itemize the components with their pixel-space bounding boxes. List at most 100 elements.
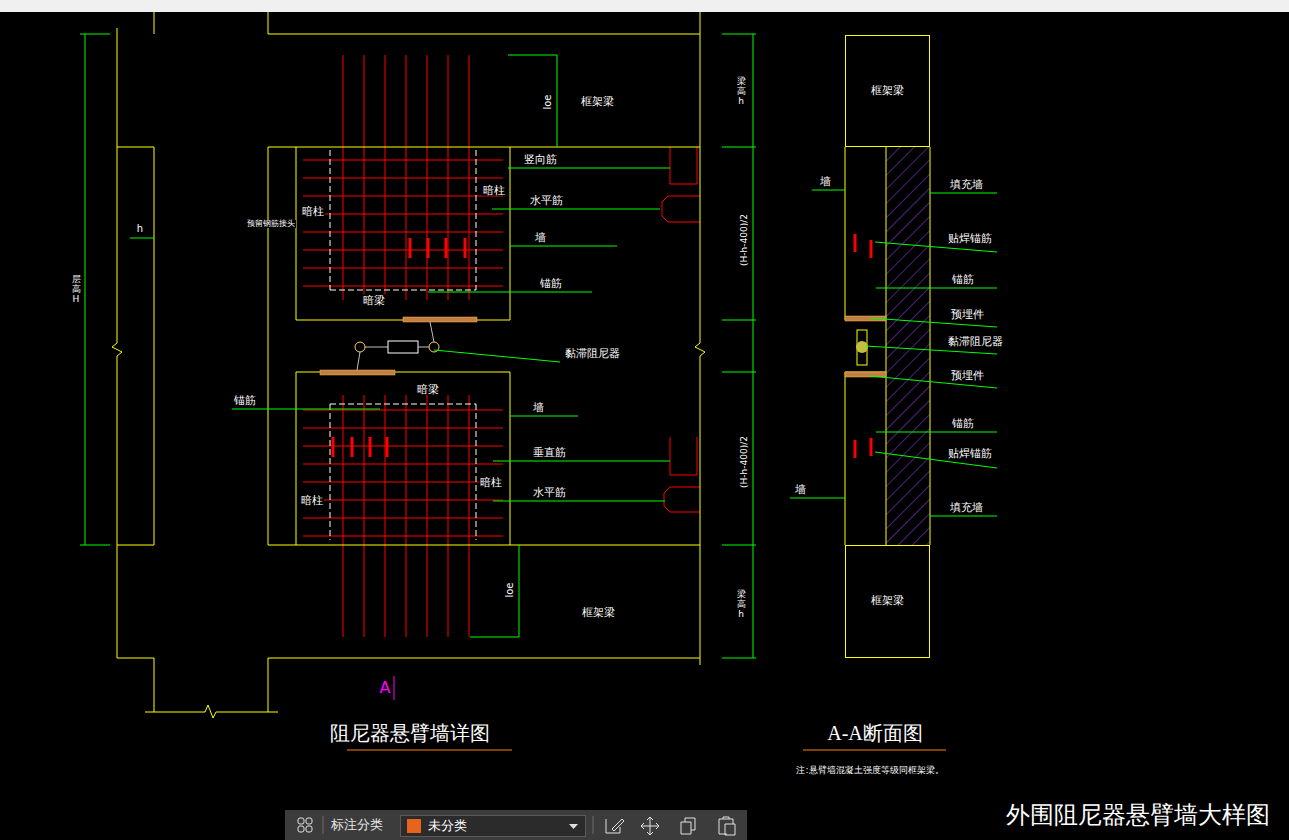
- drawing-label: 垂直筋: [532, 447, 567, 458]
- damper-link: [430, 322, 434, 342]
- dimension-line: [470, 637, 519, 638]
- anchor-bar: [332, 437, 335, 457]
- concealed-outline: [330, 150, 476, 540]
- drawing-label: 暗梁: [362, 295, 386, 306]
- rebar-hook: [664, 487, 700, 512]
- dimension-line: [753, 34, 754, 658]
- drawing-title: 外围阻尼器悬臂墙大样图: [1005, 803, 1271, 827]
- node-text: 未分类: [428, 819, 467, 833]
- horizontal-rebar: [303, 500, 503, 501]
- wall-outline: [268, 658, 700, 712]
- drawing-label: 框架梁: [581, 607, 616, 618]
- dimension-line: [508, 55, 557, 56]
- drawing-label: 梁高h: [736, 590, 747, 620]
- horizontal-rebar: [303, 286, 503, 287]
- drawing-label: A: [379, 680, 392, 696]
- vertical-rebar: [427, 395, 428, 637]
- dimension-lines: [80, 34, 756, 658]
- node-text: 框架梁: [871, 595, 904, 607]
- damper-section: [857, 330, 867, 365]
- drawing-label: 水平筋: [532, 487, 567, 498]
- horizontal-rebar: [303, 482, 503, 483]
- damper-cylinder: [388, 341, 418, 353]
- damper-assembly: [320, 316, 886, 377]
- vertical-rebar: [448, 395, 449, 637]
- leader-lines: [232, 168, 997, 516]
- category-swatch: [407, 819, 421, 833]
- leader-line: [428, 292, 592, 293]
- dimension-line: [722, 147, 756, 148]
- anchor-bar: [870, 438, 873, 456]
- leader-line: [876, 432, 997, 433]
- grid-icon: [298, 826, 304, 832]
- embedded-plate: [845, 372, 886, 377]
- leader-line: [492, 209, 660, 210]
- dimension-line: [722, 658, 756, 659]
- drawing-label: 暗柱: [482, 185, 506, 196]
- horizontal-rebar: [303, 464, 503, 465]
- wall-outline: [695, 12, 705, 665]
- horizontal-rebar: [303, 160, 503, 161]
- beam-section-box: 框架梁: [845, 35, 930, 147]
- drawing-label: loe: [505, 581, 515, 598]
- rebar-hook: [670, 437, 697, 475]
- dimension-line: [722, 34, 756, 35]
- drawing-label: 锚筋: [233, 395, 257, 406]
- drawing-label: 暗柱: [300, 495, 324, 506]
- leader-line: [493, 461, 670, 462]
- dimension-line: [80, 545, 110, 546]
- wall-outline: [296, 147, 510, 320]
- leader-line: [508, 168, 670, 169]
- grid-icon: [298, 818, 304, 824]
- toolbar-separator: [323, 816, 324, 834]
- section-mark: [394, 676, 395, 700]
- leader-line: [510, 416, 578, 417]
- drawing-label: 注:悬臂墙混凝土强度等级同框架梁。: [795, 766, 944, 775]
- rebar-grid: [303, 55, 871, 637]
- horizontal-rebar: [303, 250, 503, 251]
- drawing-label: 黏滞阻尼器: [947, 336, 1004, 347]
- damper-pin: [355, 342, 365, 352]
- drawing-label: 墙: [794, 484, 807, 495]
- dimension-line: [722, 372, 756, 373]
- wall-outline: [145, 705, 278, 718]
- wall-outline: [117, 147, 154, 545]
- anchor-bar: [351, 437, 354, 457]
- dimension-line: [722, 320, 756, 321]
- wall-outline: [930, 147, 931, 545]
- vertical-rebar: [343, 395, 344, 637]
- drawing-label: 暗梁: [416, 384, 440, 395]
- wall-outline: [296, 372, 510, 545]
- dropdown-arrow: [569, 824, 578, 829]
- horizontal-rebar: [303, 410, 503, 411]
- leader-line: [812, 190, 845, 191]
- drawing-label: A-A断面图: [826, 723, 924, 743]
- leader-line: [876, 288, 997, 289]
- drawing-label: loe: [543, 93, 553, 110]
- caption-underline: [347, 750, 512, 751]
- leader-line: [510, 246, 617, 247]
- drawing-label: 墙: [534, 232, 547, 243]
- beam-section-box: 框架梁: [845, 545, 930, 658]
- wall-outline: [154, 12, 155, 34]
- damper-link: [418, 347, 429, 348]
- dashed-outline: [330, 404, 331, 540]
- drawing-label: 层高H: [71, 275, 82, 305]
- caption-underline: [803, 750, 946, 751]
- rebar-hook: [670, 147, 697, 184]
- dashed-outline: [476, 150, 477, 290]
- category-dropdown: 未分类: [400, 815, 586, 837]
- copy-icon: [681, 818, 695, 834]
- vertical-rebar: [469, 395, 470, 637]
- infill-hatch: [886, 147, 930, 545]
- drawing-label: 锚筋: [539, 278, 563, 289]
- drawing-label: 水平筋: [529, 195, 564, 206]
- horizontal-rebar: [303, 536, 503, 537]
- damper-link: [357, 352, 360, 370]
- drawing-label: 填充墙: [949, 179, 984, 190]
- leader-line: [930, 193, 997, 194]
- vertical-rebar: [364, 395, 365, 637]
- move-icon: [641, 817, 659, 835]
